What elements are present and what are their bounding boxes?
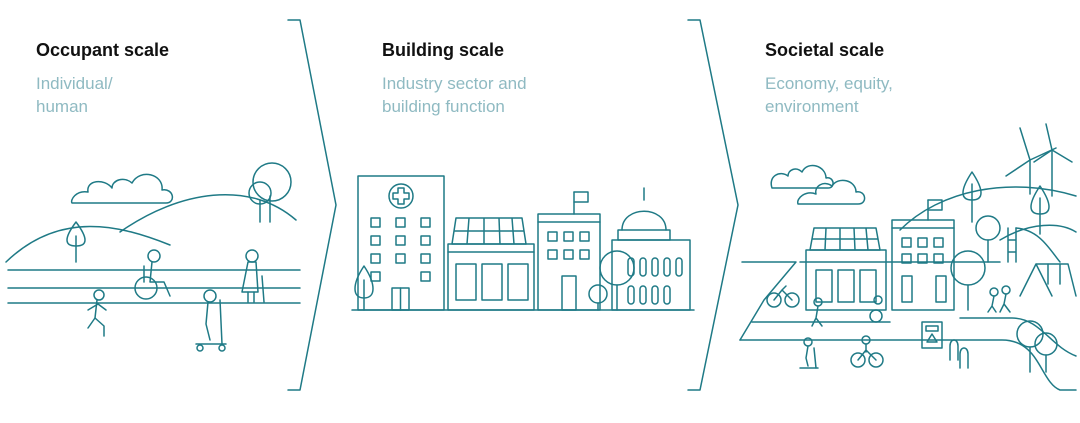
hospital-cross-icon [393, 188, 409, 204]
panel-societal-scale: Societal scale Economy, equity, environm… [690, 0, 1080, 423]
tree-icon [976, 216, 1000, 262]
bicycle-icon [851, 336, 883, 367]
panel-title: Occupant scale [36, 40, 170, 60]
panel-subtitle-line: Industry sector and [382, 74, 527, 93]
hospital-building [358, 176, 444, 310]
chevron-separator-2 [688, 20, 738, 390]
tree-icon [67, 222, 85, 262]
panel-subtitle-line: building function [382, 97, 505, 116]
solar-panel-icon [452, 218, 526, 244]
cloud-icon [771, 165, 833, 188]
occupant-scene [6, 163, 300, 351]
scooter-icon [800, 338, 818, 368]
person-walking-icon [812, 298, 822, 326]
flag-icon [928, 200, 942, 210]
tree-icon [1031, 186, 1049, 234]
panel-subtitle-line: Individual/ [36, 74, 113, 93]
chevron-separator-1 [288, 20, 336, 390]
solar-building [806, 228, 886, 310]
road [740, 262, 796, 340]
panel-subtitle: Economy, equity, environment [765, 72, 893, 118]
tree-icon [249, 163, 291, 222]
panel-building-scale: Building scale Industry sector and build… [300, 0, 690, 423]
swing-icon [1020, 264, 1076, 296]
panel-title: Societal scale [765, 40, 885, 60]
person-walking-icon [242, 250, 264, 302]
flag-icon [574, 192, 588, 202]
slide-icon [1008, 228, 1060, 262]
office-building [538, 192, 600, 310]
societal-scene [740, 124, 1076, 390]
tree-icon [589, 285, 607, 310]
panel-subtitle: Individual/ human [36, 72, 113, 118]
panel-subtitle-line: environment [765, 97, 859, 116]
tree-icon [951, 251, 985, 310]
dome-icon [622, 211, 666, 230]
wind-turbine-icon [1006, 128, 1056, 194]
panel-title: Building scale [382, 40, 505, 60]
capitol-building [612, 188, 690, 310]
recycling-bin-icon [922, 322, 942, 348]
wind-turbine-icon [1034, 124, 1072, 196]
panel-subtitle-line: human [36, 97, 88, 116]
cloud-icon [72, 174, 173, 203]
panel-occupant-scale: Occupant scale Individual/ human [0, 0, 300, 423]
wheelchair-icon [135, 250, 170, 299]
cloud-icon [798, 180, 865, 204]
panel-subtitle: Industry sector and building function [382, 72, 527, 118]
hill [120, 195, 296, 232]
scooter-icon [196, 290, 226, 351]
person-walking-icon [870, 296, 882, 322]
office-building [892, 200, 954, 310]
tree-icon [600, 251, 634, 310]
building-scene [352, 176, 694, 310]
tree-icon [1017, 321, 1057, 372]
person-walking-icon [1000, 286, 1010, 312]
solar-panel-icon [810, 228, 880, 250]
panel-subtitle-line: Economy, equity, [765, 74, 893, 93]
hill [6, 226, 170, 262]
tree-icon [355, 266, 373, 310]
person-running-icon [88, 290, 106, 336]
tree-icon [963, 172, 981, 222]
bicycle-icon [767, 286, 799, 307]
person-walking-icon [988, 288, 998, 312]
bike-rack [950, 340, 968, 368]
solar-building [448, 218, 534, 310]
